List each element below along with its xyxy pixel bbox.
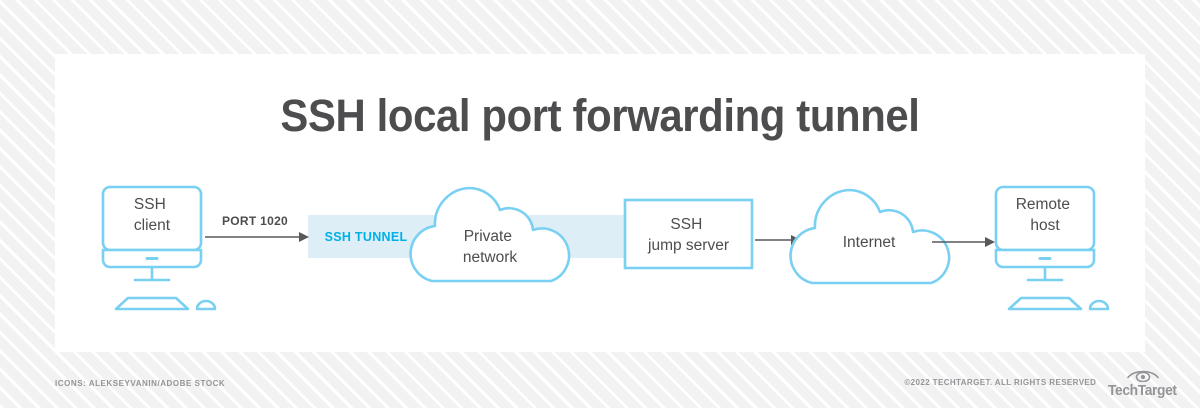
techtarget-logo: TechTarget bbox=[1105, 368, 1180, 398]
node-internet[interactable]: Internet bbox=[789, 188, 951, 285]
node-label-remote-host: Remote host bbox=[1016, 196, 1075, 234]
footer-right-group: ©2022 TECHTARGET. ALL RIGHTS RESERVED Te… bbox=[904, 368, 1180, 398]
node-ssh-jump-server[interactable]: SSH jump server bbox=[623, 198, 754, 270]
eye-icon bbox=[1126, 370, 1159, 382]
node-ssh-client[interactable]: SSH client bbox=[101, 185, 217, 311]
node-label-internet: Internet bbox=[843, 234, 896, 251]
mouse-icon bbox=[195, 299, 217, 311]
connector-label-port: PORT 1020 bbox=[222, 214, 288, 228]
techtarget-wordmark: TechTarget bbox=[1108, 382, 1178, 399]
node-label-ssh-client: SSH client bbox=[134, 196, 171, 234]
content-card: SSH local port forwarding tunnel SSH bbox=[55, 54, 1145, 352]
node-private-network[interactable]: Private network bbox=[409, 186, 571, 283]
network-diagram: SSH client PORT 1020 SSH TUNNEL Private … bbox=[55, 54, 1145, 352]
keyboard-icon bbox=[114, 296, 190, 311]
node-label-private-network: Private network bbox=[463, 228, 518, 266]
monitor-stand-icon bbox=[1026, 265, 1064, 282]
monitor-stand-icon bbox=[133, 265, 171, 282]
mouse-icon bbox=[1088, 299, 1110, 311]
node-remote-host[interactable]: Remote host bbox=[994, 185, 1110, 311]
node-label-ssh-jump-server: SSH jump server bbox=[647, 216, 729, 254]
page-title: SSH local port forwarding tunnel bbox=[280, 90, 920, 141]
icons-credit: ICONS: ALEKSEYVANIN/ADOBE STOCK bbox=[55, 379, 226, 388]
copyright-notice: ©2022 TECHTARGET. ALL RIGHTS RESERVED bbox=[904, 378, 1097, 387]
cloud-icon bbox=[789, 188, 951, 285]
keyboard-icon bbox=[1007, 296, 1083, 311]
connector-internet-to-remote bbox=[932, 237, 995, 247]
jump-server-box bbox=[623, 198, 754, 270]
ssh-tunnel-label: SSH TUNNEL bbox=[325, 230, 408, 244]
cloud-icon bbox=[409, 186, 571, 283]
connector-client-to-tunnel bbox=[205, 232, 309, 242]
